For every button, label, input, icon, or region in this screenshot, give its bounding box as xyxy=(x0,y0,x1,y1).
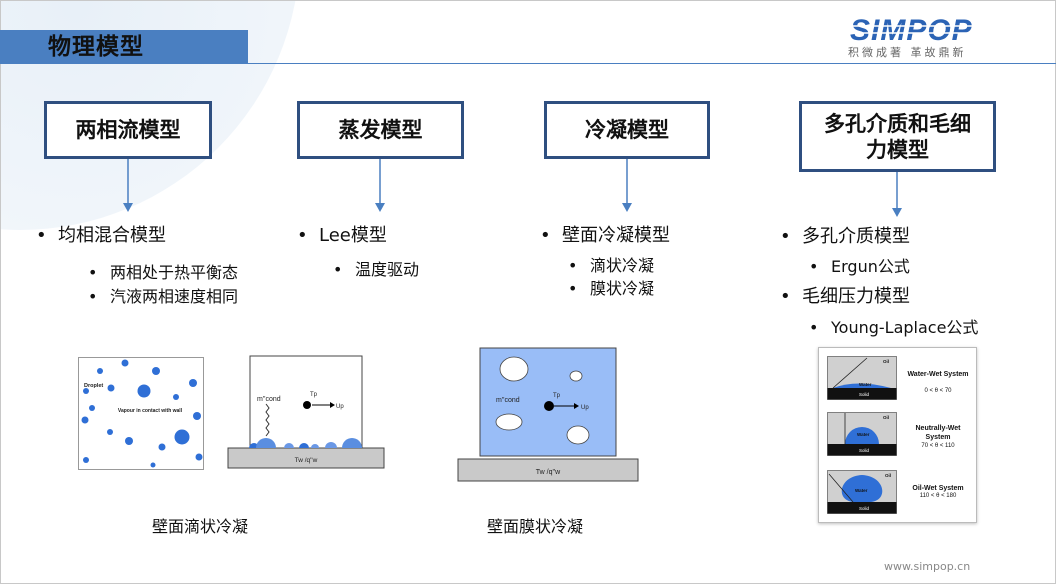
category-porous-capillary: 多孔介质和毛细力模型 xyxy=(799,101,996,172)
filmwise-wall-label: Tw /q''w xyxy=(536,469,561,476)
footer-url: www.simpop.cn xyxy=(884,560,971,573)
wetting-panel-neutral-wet: Oil Water Solid xyxy=(827,412,897,456)
sub-bullet-equal-velocity: •汽液两相速度相同 xyxy=(88,287,239,306)
wetting-systems-figure: Oil Water Solid Water-Wet System 0 < θ <… xyxy=(818,347,977,523)
category-two-phase-flow: 两相流模型 xyxy=(44,101,212,159)
category-porous-capillary-label: 多孔介质和毛细力模型 xyxy=(824,111,971,162)
panel3-solid-label: Solid xyxy=(859,506,870,511)
bullet-homogeneous-mixture: •均相混合模型 xyxy=(36,225,166,246)
vapour-label: Vapour in contact with wall xyxy=(118,408,183,414)
filmwise-m-label: m''cond xyxy=(496,397,520,404)
sub-bullet-young-laplace: •Young-Laplace公式 xyxy=(809,318,979,337)
wetting-panel-oil-wet: Oil Water Solid xyxy=(827,470,897,514)
droplet-vapour-figure: Droplet Vapour in contact with wall xyxy=(78,357,204,470)
dropwise-wall-label: Tw /q''w xyxy=(295,457,318,464)
header-rule xyxy=(248,63,1056,64)
page-title: 物理模型 xyxy=(48,34,144,60)
panel3-water-label: Water xyxy=(855,488,868,493)
panel1-water-label: Water xyxy=(859,382,872,387)
sub-bullet-ergun: •Ergun公式 xyxy=(809,257,910,276)
arrow-two-phase xyxy=(123,159,133,212)
oil-wet-range: 110 < θ < 180 xyxy=(919,493,957,499)
logo-tagline: 积微成著 革故鼎新 xyxy=(848,46,967,59)
panel2-oil-label: Oil xyxy=(883,415,889,420)
dropwise-caption: 壁面滴状冷凝 xyxy=(152,517,249,536)
water-wet-range: 0 < θ < 70 xyxy=(924,388,952,394)
water-wet-title: Water-Wet System xyxy=(907,371,969,378)
dropwise-condensation-figure: m''cond Tp Up Tw /q''w xyxy=(227,355,385,469)
sub-bullet-temperature-driven: •温度驱动 xyxy=(333,260,420,279)
category-condensation: 冷凝模型 xyxy=(544,101,710,159)
filmwise-condensation-figure: m''cond Tp Up Tw /q''w xyxy=(457,347,639,482)
dropwise-m-label: m''cond xyxy=(257,396,281,403)
neutral-wet-range: 70 < θ < 110 xyxy=(921,443,955,449)
panel2-solid-label: Solid xyxy=(859,448,870,453)
arrow-evaporation xyxy=(375,159,385,212)
simpop-logo: SIMPOP xyxy=(844,14,986,47)
sub-bullet-dropwise: •滴状冷凝 xyxy=(568,256,655,275)
arrow-condensation xyxy=(622,159,632,212)
filmwise-up-label: Up xyxy=(581,405,589,411)
neutral-wet-title: Neutrally-Wet System xyxy=(915,425,961,441)
panel1-solid-label: Solid xyxy=(859,392,870,397)
wetting-panel-water-wet: Oil Water Solid xyxy=(827,356,897,400)
filmwise-tp-label: Tp xyxy=(553,393,561,399)
panel2-water-label: Water xyxy=(857,432,870,437)
arrow-porous xyxy=(892,172,902,217)
panel1-oil-label: Oil xyxy=(883,359,889,364)
panel3-oil-label: Oil xyxy=(885,473,891,478)
bullet-capillary-pressure: •毛细压力模型 xyxy=(780,286,910,307)
bullet-lee-model: •Lee模型 xyxy=(297,225,387,246)
title-bar xyxy=(0,30,248,64)
droplet-label: Droplet xyxy=(84,383,103,389)
bullet-porous-media: •多孔介质模型 xyxy=(780,226,910,247)
logo-text: SIMPOP xyxy=(850,14,973,47)
category-evaporation: 蒸发模型 xyxy=(297,101,464,159)
oil-wet-title: Oil-Wet System xyxy=(912,485,964,492)
sub-bullet-thermal-equilibrium: •两相处于热平衡态 xyxy=(88,263,239,282)
sub-bullet-filmwise: •膜状冷凝 xyxy=(568,279,655,298)
dropwise-up-label: Up xyxy=(336,404,344,410)
filmwise-caption: 壁面膜状冷凝 xyxy=(487,517,584,536)
bullet-wall-condensation: •壁面冷凝模型 xyxy=(540,225,670,246)
dropwise-tp-label: Tp xyxy=(310,392,318,398)
